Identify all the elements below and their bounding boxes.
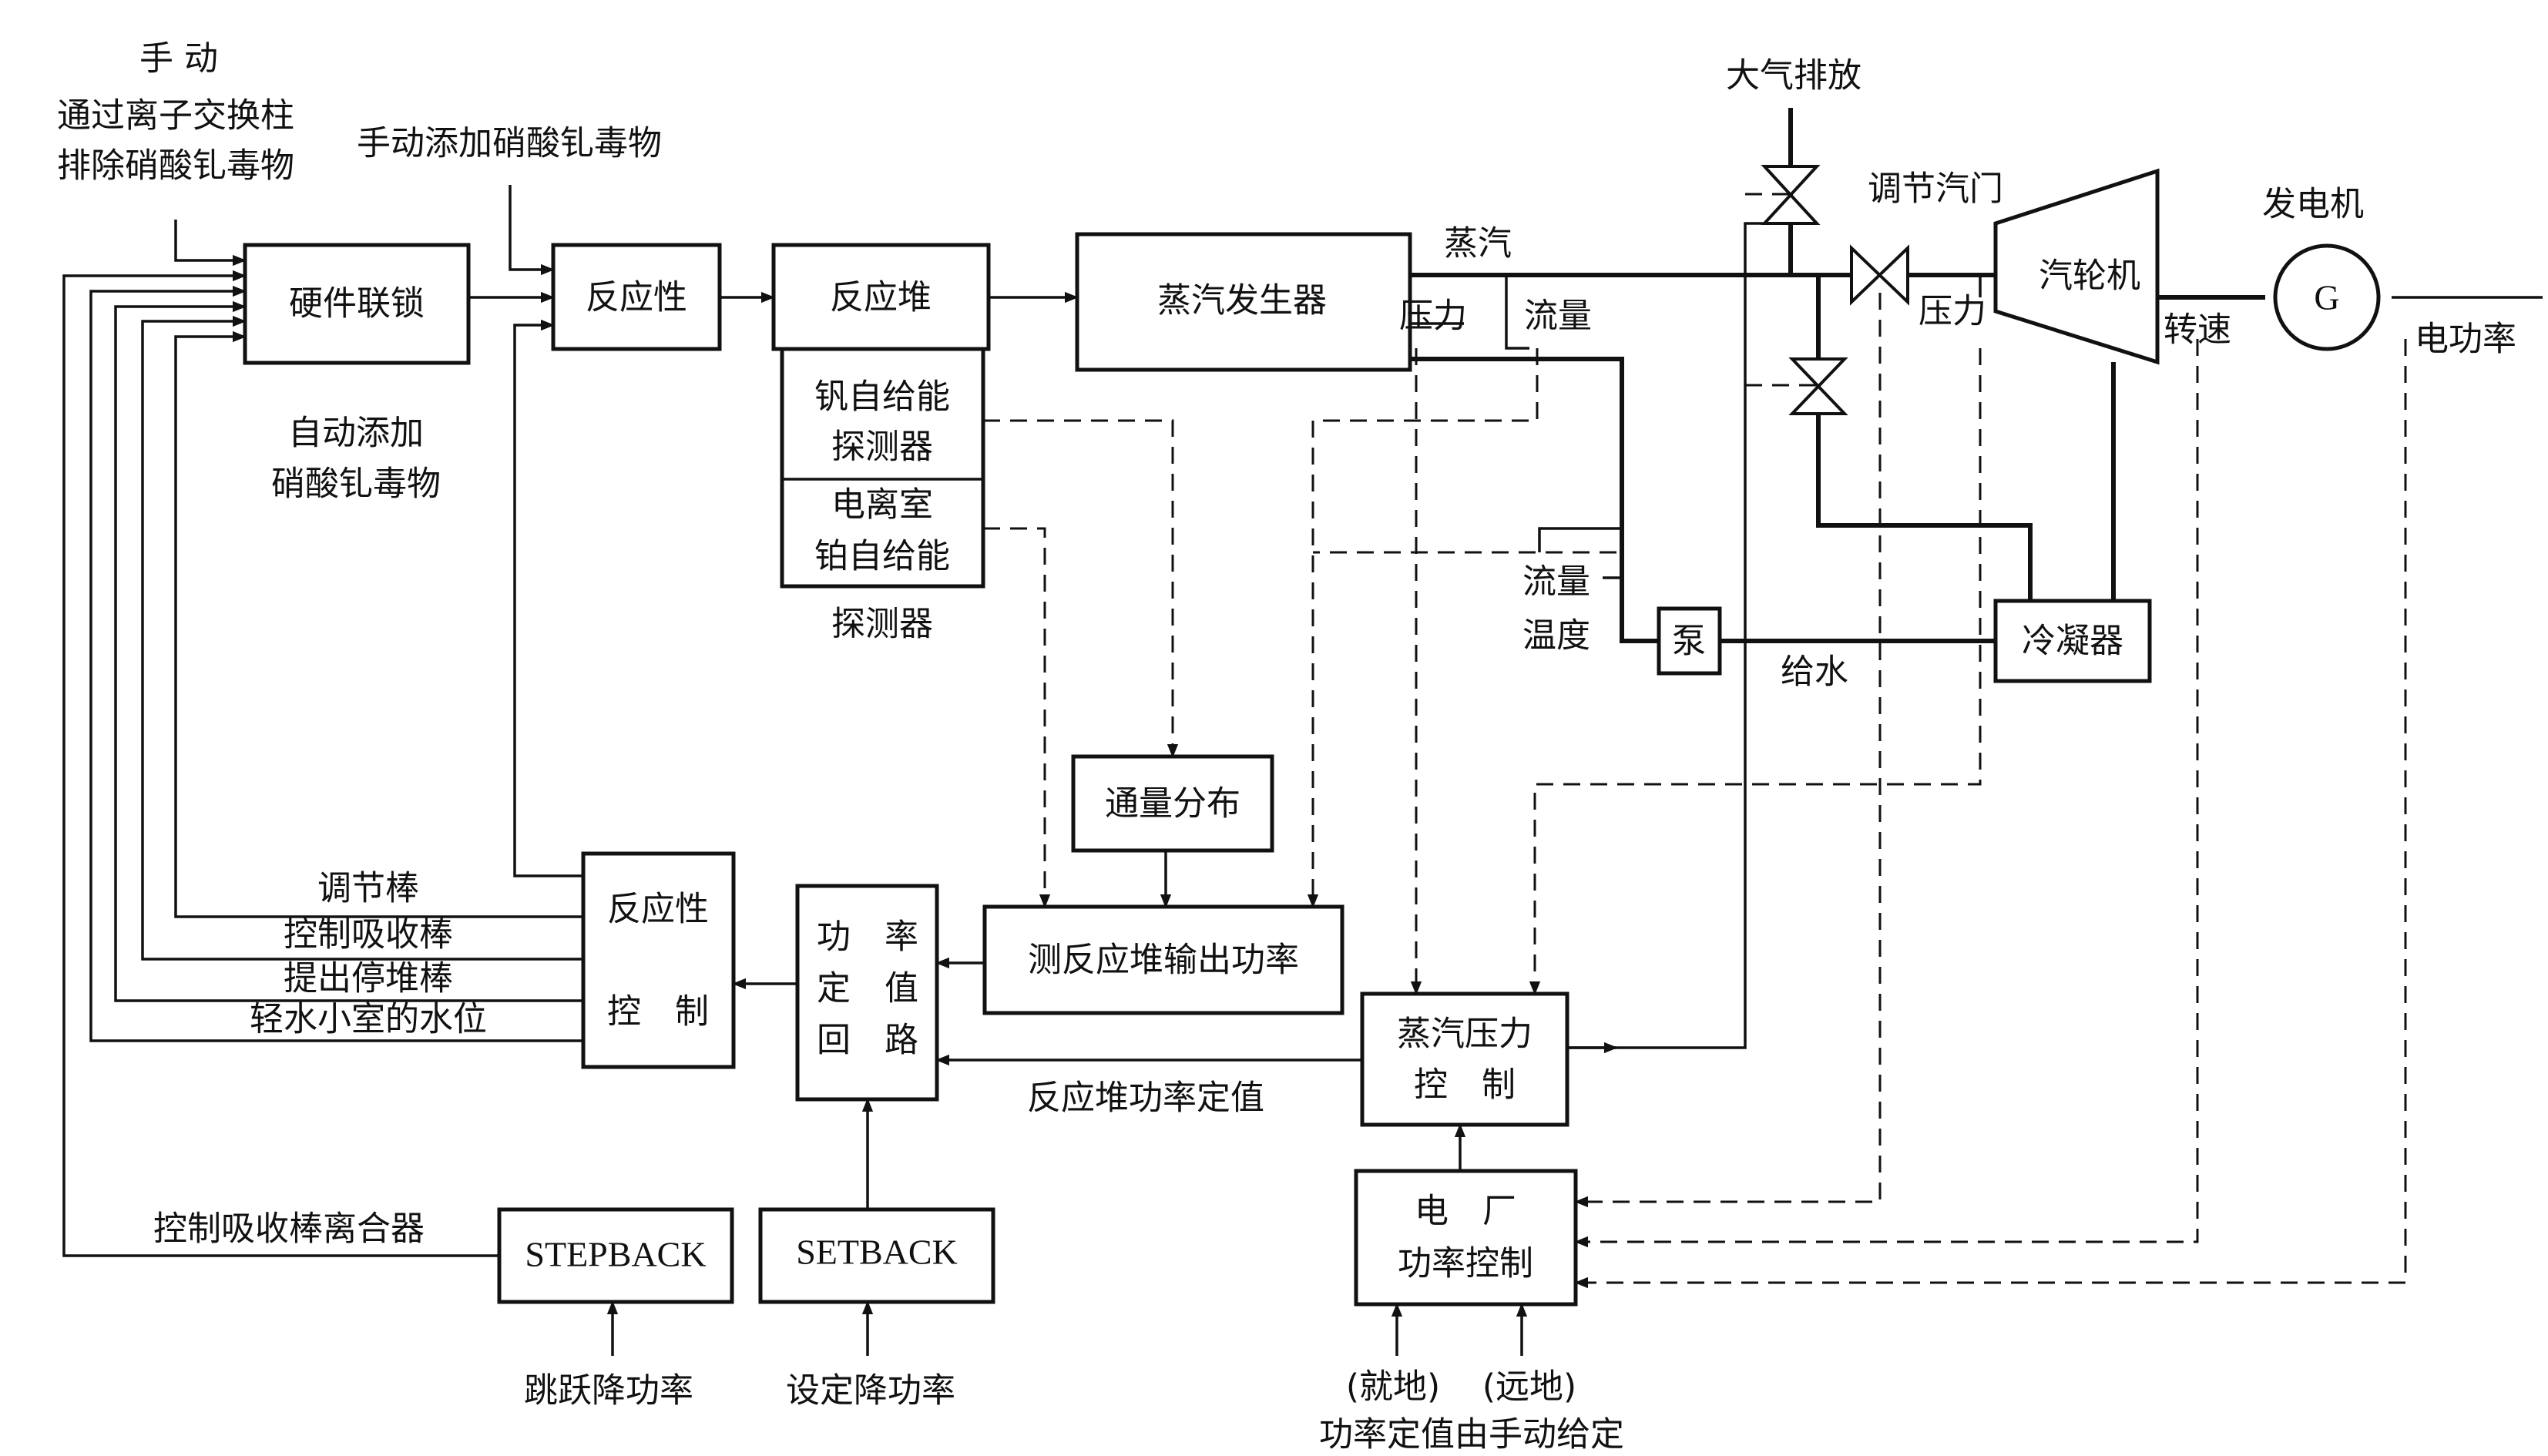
svg-text:通量分布: 通量分布 [1105,784,1240,824]
svg-text:(远地): (远地) [1482,1367,1576,1407]
stepback-box: STEPBACK [497,1207,734,1304]
svg-text:温度: 温度 [1522,616,1590,656]
svg-text:控制吸收棒: 控制吸收棒 [284,915,453,954]
svg-text:汽轮机: 汽轮机 [2039,257,2140,296]
svg-text:流量: 流量 [1524,297,1592,336]
svg-text:轻水小室的水位: 轻水小室的水位 [250,1000,487,1039]
svg-text:(就地): (就地) [1346,1367,1440,1407]
svg-text:定 值: 定 值 [817,969,918,1008]
svg-text:SETBACK: SETBACK [796,1233,958,1272]
svg-text:调节汽门: 调节汽门 [1868,169,2003,209]
svg-text:铂自给能: 铂自给能 [814,537,950,576]
svg-text:钒自给能: 钒自给能 [814,377,950,417]
svg-text:蒸汽发生器: 蒸汽发生器 [1157,281,1327,320]
svg-text:电离室: 电离室 [831,485,933,525]
svg-text:冷凝器: 冷凝器 [2022,622,2123,661]
svg-text:G: G [2314,278,2339,317]
dashed-lines [983,193,2407,1289]
svg-text:电功率: 电功率 [2415,320,2516,359]
svg-text:反应性: 反应性 [607,890,709,929]
svg-text:手动添加硝酸钆毒物: 手动添加硝酸钆毒物 [357,124,662,163]
steam-pressure-control-box: 蒸汽压力 控 制 [1360,991,1569,1127]
reactivity-box: 反应性 [551,243,722,351]
svg-text:探测器: 探测器 [831,428,933,467]
svg-text:硝酸钆毒物: 硝酸钆毒物 [271,465,441,504]
reactor-box: 反应堆 [771,243,991,351]
svg-text:发电机: 发电机 [2262,185,2364,224]
generator-symbol: G [2273,243,2381,351]
bypass-valve-icon [1788,357,1848,415]
plant-power-control-box: 电 厂 功率控制 [1354,1169,1578,1307]
regulating-valve-icon [1850,244,1909,306]
svg-text:回 路: 回 路 [817,1021,918,1060]
svg-text:反应堆功率定值: 反应堆功率定值 [1027,1079,1264,1118]
measure-box: 测反应堆输出功率 [982,904,1344,1015]
svg-text:排除硝酸钆毒物: 排除硝酸钆毒物 [57,146,294,186]
svg-text:转速: 转速 [2164,310,2231,350]
turbine-symbol: 汽轮机 [1993,168,2160,365]
svg-text:给水: 给水 [1781,653,1848,692]
flux-box: 通量分布 [1071,754,1274,853]
svg-text:探测器: 探测器 [831,605,933,644]
svg-text:控 制: 控 制 [1414,1065,1516,1105]
svg-text:通过离子交换柱: 通过离子交换柱 [57,96,294,136]
svg-text:功率定值由手动给定: 功率定值由手动给定 [1319,1415,1624,1454]
detector-box: 钒自给能 探测器 电离室 铂自给能 [780,347,985,589]
setpoint-loop-box: 功 率 定 值 回 路 [795,884,939,1102]
svg-text:控 制: 控 制 [607,992,709,1032]
condenser-box: 冷凝器 [1993,599,2152,683]
svg-text:蒸汽压力: 蒸汽压力 [1397,1015,1532,1054]
svg-text:功率控制: 功率控制 [1398,1244,1533,1283]
svg-text:蒸汽: 蒸汽 [1444,224,1512,263]
labels: 手 动 通过离子交换柱 排除硝酸钆毒物 手动添加硝酸钆毒物 自动添加 硝酸钆毒物… [57,39,2516,1454]
svg-text:电 厂: 电 厂 [1415,1192,1516,1231]
svg-text:硬件联锁: 硬件联锁 [289,284,425,324]
atmos-valve-icon [1761,165,1821,225]
svg-text:控制吸收棒离合器: 控制吸收棒离合器 [153,1209,425,1249]
svg-text:测反应堆输出功率: 测反应堆输出功率 [1028,941,1299,980]
pump-box: 泵 [1657,606,1722,676]
svg-text:STEPBACK: STEPBACK [525,1235,706,1274]
svg-text:跳跃降功率: 跳跃降功率 [524,1371,693,1411]
svg-text:泵: 泵 [1672,622,1706,661]
svg-text:功 率: 功 率 [817,918,918,957]
svg-text:手 动: 手 动 [139,39,218,79]
reactivity-control-box: 反应性 控 制 [581,851,736,1069]
setback-box: SETBACK [758,1207,995,1304]
svg-text:压力: 压力 [1399,297,1467,336]
svg-text:提出停堆棒: 提出停堆棒 [284,959,453,998]
svg-text:大气排放: 大气排放 [1726,56,1861,96]
svg-text:反应性: 反应性 [586,278,687,317]
svg-text:流量: 流量 [1522,562,1590,602]
svg-text:设定降功率: 设定降功率 [786,1371,955,1411]
svg-text:反应堆: 反应堆 [830,278,932,317]
svg-text:调节棒: 调节棒 [317,869,419,908]
svg-text:自动添加: 自动添加 [288,414,424,453]
interlock-box: 硬件联锁 [243,243,471,365]
svg-text:压力: 压力 [1919,292,1986,331]
steam-generator-box: 蒸汽发生器 [1075,232,1412,372]
